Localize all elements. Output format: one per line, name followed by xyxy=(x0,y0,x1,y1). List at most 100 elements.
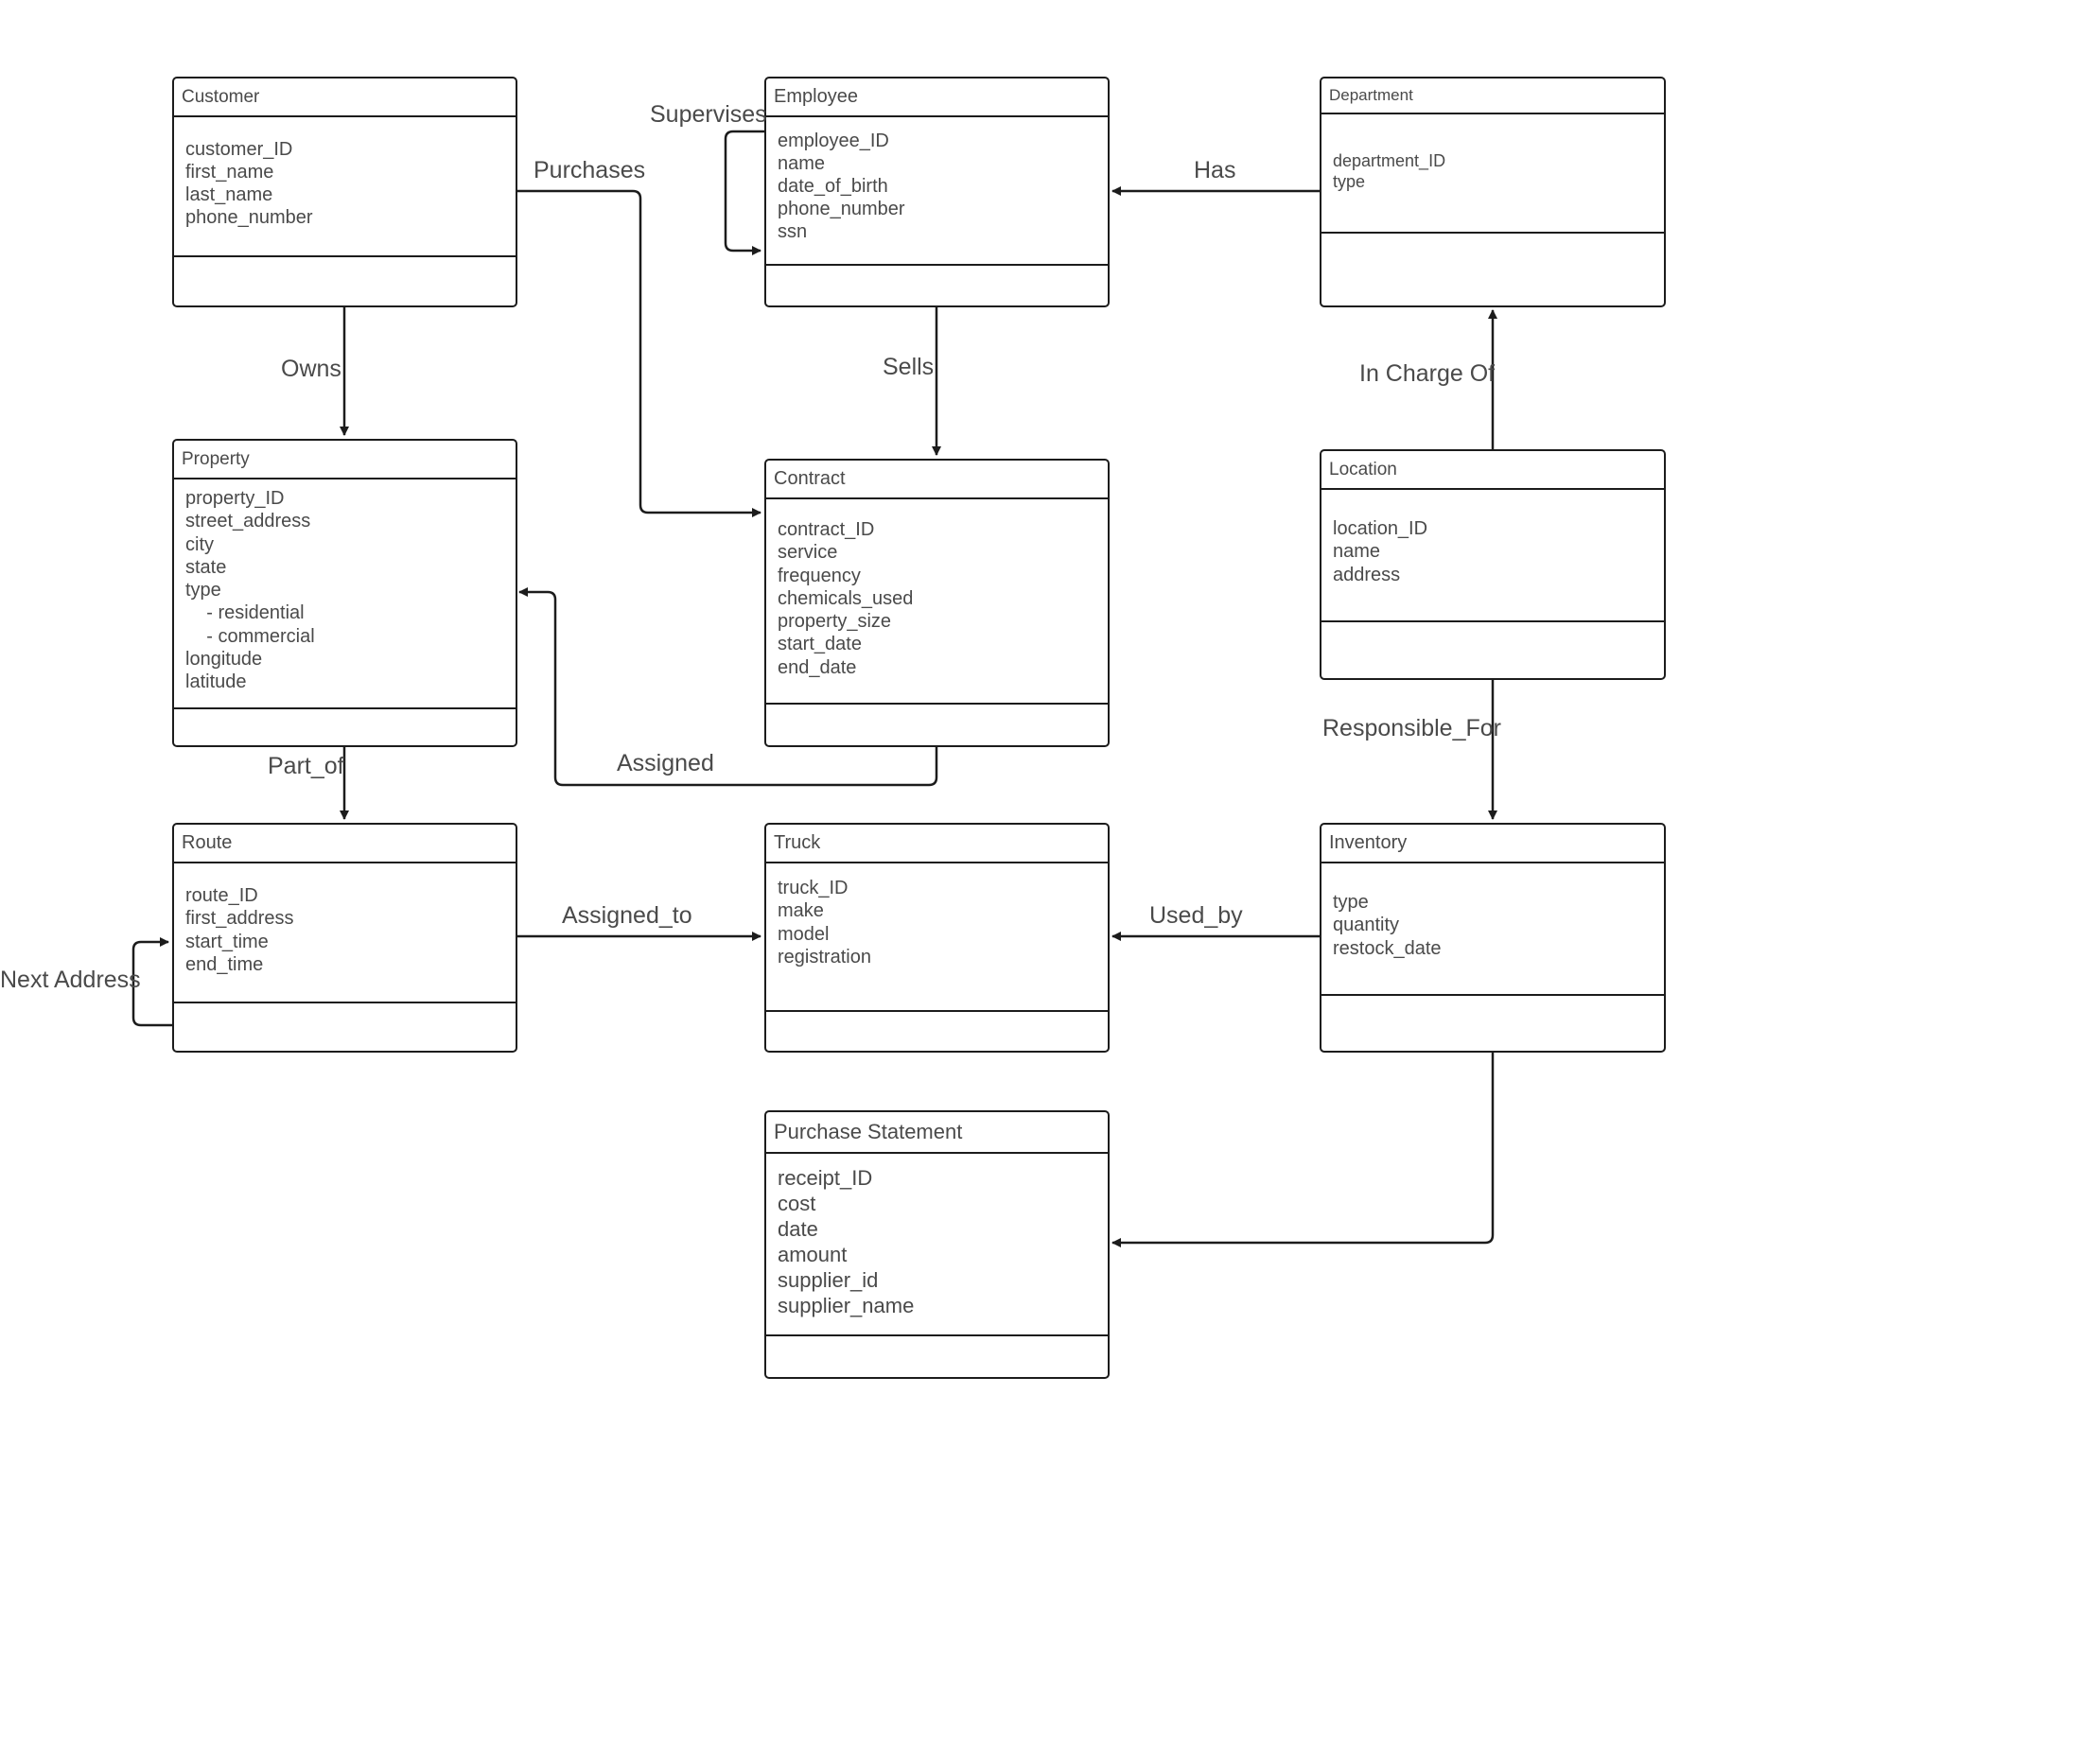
entity-inventory-header: Inventory xyxy=(1321,825,1664,863)
entity-route[interactable]: Route route_ID first_address start_time … xyxy=(172,823,517,1053)
rel-label-in-charge-of: In Charge Of xyxy=(1359,360,1496,387)
entity-purchase-statement-attributes: receipt_ID cost date amount supplier_id … xyxy=(766,1154,1108,1336)
entity-department[interactable]: Department department_ID type xyxy=(1320,77,1666,307)
attribute: quantity xyxy=(1333,915,1400,936)
attribute: receipt_ID xyxy=(778,1166,873,1190)
entity-purchase-statement-header: Purchase Statement xyxy=(766,1112,1108,1154)
attribute: address xyxy=(1333,564,1401,585)
attribute: property_size xyxy=(778,611,892,633)
entity-truck[interactable]: Truck truck_ID make model registration xyxy=(764,823,1110,1053)
attribute: name xyxy=(1333,541,1381,563)
entity-truck-header: Truck xyxy=(766,825,1108,863)
entity-route-title: Route xyxy=(182,832,233,853)
attribute: service xyxy=(778,542,838,564)
entity-location-header: Location xyxy=(1321,451,1664,490)
attribute: state xyxy=(185,556,227,578)
entity-employee[interactable]: Employee employee_ID name date_of_birth … xyxy=(764,77,1110,307)
rel-label-next-address: Next Address xyxy=(0,967,141,993)
attribute: - commercial xyxy=(185,625,315,647)
entity-route-attributes: route_ID first_address start_time end_ti… xyxy=(174,863,516,1003)
purchases-line xyxy=(516,189,761,517)
entity-purchase-statement[interactable]: Purchase Statement receipt_ID cost date … xyxy=(764,1110,1110,1379)
attribute: last_name xyxy=(185,184,273,205)
attribute: ssn xyxy=(778,221,808,242)
attribute: city xyxy=(185,533,214,555)
attribute: longitude xyxy=(185,649,263,671)
rel-label-has: Has xyxy=(1194,157,1236,183)
entity-contract-title: Contract xyxy=(774,468,846,489)
attribute: street_address xyxy=(185,511,311,532)
attribute: end_time xyxy=(185,953,264,975)
attribute: start_time xyxy=(185,931,269,952)
entity-contract-header: Contract xyxy=(766,461,1108,499)
rel-label-used-by: Used_by xyxy=(1149,902,1243,929)
entity-truck-title: Truck xyxy=(774,832,821,853)
entity-route-header: Route xyxy=(174,825,516,863)
rel-label-part-of: Part_of xyxy=(268,753,344,779)
entity-location-title: Location xyxy=(1329,459,1397,479)
attribute: supplier_id xyxy=(778,1268,879,1292)
entity-customer-title: Customer xyxy=(182,86,260,107)
attribute: type xyxy=(185,580,221,601)
attribute: department_ID xyxy=(1333,151,1446,170)
assigned-line xyxy=(518,587,938,787)
attribute: latitude xyxy=(185,671,247,693)
rel-label-purchases: Purchases xyxy=(534,157,646,183)
entity-customer-attributes: customer_ID first_name last_name phone_n… xyxy=(174,117,516,257)
entity-location-attributes: location_ID name address xyxy=(1321,490,1664,622)
attribute: start_date xyxy=(778,634,862,655)
attribute: type xyxy=(1333,892,1369,913)
entity-location[interactable]: Location location_ID name address xyxy=(1320,449,1666,680)
attribute: chemicals_used xyxy=(778,587,914,609)
attribute: name xyxy=(778,153,826,174)
entity-department-title: Department xyxy=(1329,86,1413,104)
attribute: frequency xyxy=(778,565,861,586)
attribute: amount xyxy=(778,1243,848,1266)
attribute: employee_ID xyxy=(778,131,889,151)
attribute: route_ID xyxy=(185,885,258,906)
attribute: restock_date xyxy=(1333,937,1442,959)
attribute: customer_ID xyxy=(185,139,293,160)
attribute: truck_ID xyxy=(778,878,849,898)
entity-inventory-title: Inventory xyxy=(1329,832,1408,853)
attribute: contract_ID xyxy=(778,519,875,540)
attribute: phone_number xyxy=(185,207,313,228)
entity-property[interactable]: Property property_ID street_address city… xyxy=(172,439,517,747)
entity-property-header: Property xyxy=(174,441,516,479)
attribute: location_ID xyxy=(1333,518,1428,539)
rel-label-assigned-to: Assigned_to xyxy=(562,902,692,929)
entity-property-title: Property xyxy=(182,448,250,469)
attribute: - residential xyxy=(185,602,305,624)
attribute: end_date xyxy=(778,656,857,678)
attribute: first_address xyxy=(185,908,294,930)
entity-purchase-statement-title: Purchase Statement xyxy=(774,1120,963,1143)
attribute: first_name xyxy=(185,162,274,183)
entity-inventory[interactable]: Inventory type quantity restock_date xyxy=(1320,823,1666,1053)
entity-department-attributes: department_ID type xyxy=(1321,114,1664,234)
entity-customer-header: Customer xyxy=(174,78,516,117)
attribute: registration xyxy=(778,946,871,967)
entity-inventory-attributes: type quantity restock_date xyxy=(1321,863,1664,996)
entity-employee-title: Employee xyxy=(774,86,858,107)
supervises-line xyxy=(724,130,764,255)
inventory-to-purchase-line xyxy=(1111,1051,1495,1247)
entity-employee-header: Employee xyxy=(766,78,1108,117)
attribute: date_of_birth xyxy=(778,176,888,197)
rel-label-supervises: Supervises xyxy=(650,101,767,128)
attribute: cost xyxy=(778,1192,816,1215)
rel-label-responsible-for: Responsible_For xyxy=(1322,715,1501,741)
attribute: phone_number xyxy=(778,199,905,219)
entity-property-attributes: property_ID street_address city state ty… xyxy=(174,479,516,709)
entity-truck-attributes: truck_ID make model registration xyxy=(766,863,1108,1012)
entity-contract-attributes: contract_ID service frequency chemicals_… xyxy=(766,499,1108,705)
attribute: supplier_name xyxy=(778,1294,915,1317)
rel-label-sells: Sells xyxy=(883,354,935,380)
rel-label-assigned: Assigned xyxy=(617,750,714,776)
next-address-line xyxy=(131,937,172,1027)
attribute: property_ID xyxy=(185,488,285,509)
entity-customer[interactable]: Customer customer_ID first_name last_nam… xyxy=(172,77,517,307)
entity-department-header: Department xyxy=(1321,78,1664,114)
entity-contract[interactable]: Contract contract_ID service frequency c… xyxy=(764,459,1110,747)
